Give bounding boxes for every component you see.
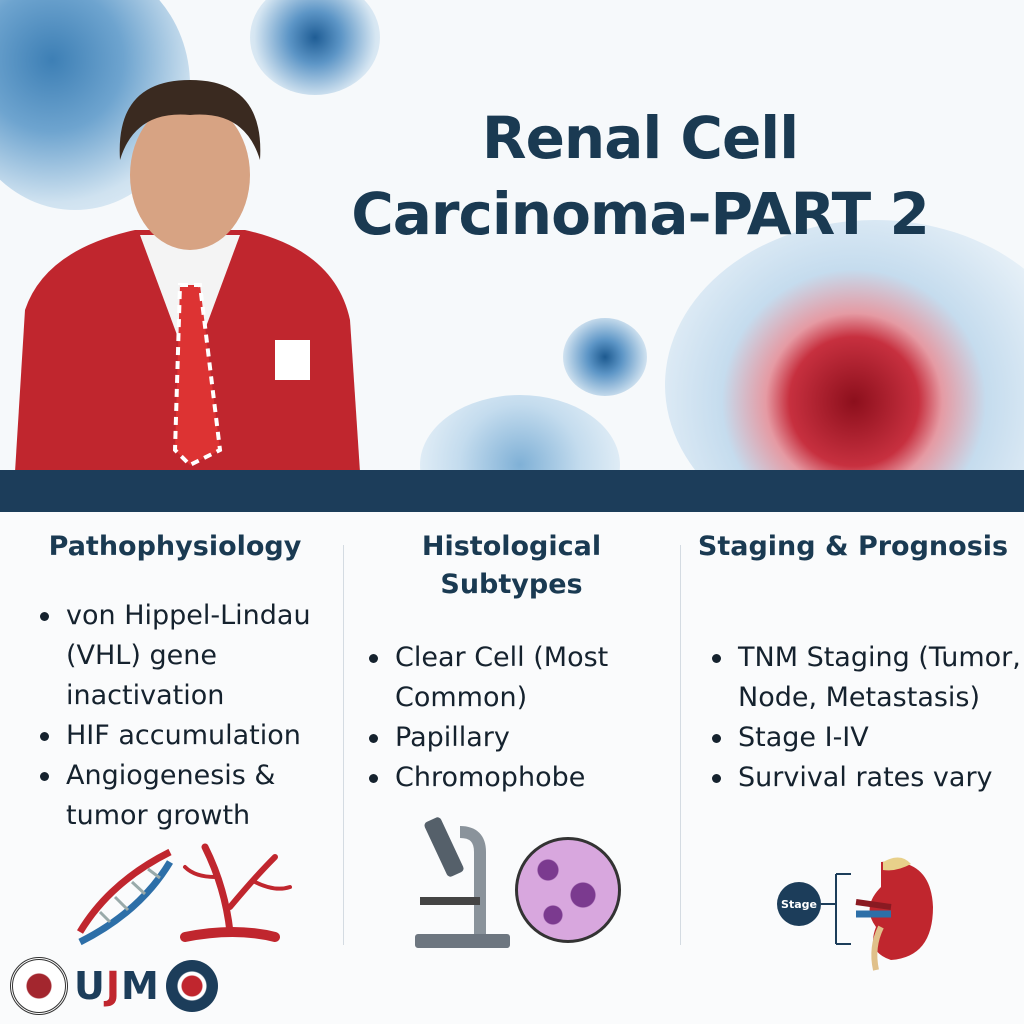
title-line-2: Carcinoma-PART 2 xyxy=(351,180,930,248)
hero-banner: Renal Cell Carcinoma-PART 2 xyxy=(0,0,1024,472)
list-item: TNM Staging (Tumor, Node, Metastasis) xyxy=(708,638,1024,718)
university-seal-logo xyxy=(10,957,68,1015)
cells-magnified-icon xyxy=(515,837,621,943)
list-item: von Hippel-Lindau (VHL) gene inactivatio… xyxy=(36,596,340,716)
column-histological-subtypes: Histological Subtypes Clear Cell (Most C… xyxy=(345,512,678,952)
header-band xyxy=(0,470,1024,512)
column-heading: Staging & Prognosis xyxy=(697,531,1009,562)
blood-vessel-icon xyxy=(180,843,292,942)
title-line-1: Renal Cell xyxy=(481,104,799,172)
list-item: Clear Cell (Most Common) xyxy=(365,638,678,718)
list-item: Papillary xyxy=(365,718,678,758)
list-item: Angiogenesis & tumor growth xyxy=(36,756,340,836)
column-divider xyxy=(343,545,344,945)
stage-badge: Stage xyxy=(777,882,821,926)
journal-seal-logo xyxy=(165,960,218,1012)
list-item: Chromophobe xyxy=(365,758,678,798)
cell-illustration xyxy=(420,395,620,472)
column-pathophysiology: Pathophysiology von Hippel-Lindau (VHL) … xyxy=(10,512,340,952)
ujm-logo: UJM xyxy=(74,964,160,1008)
column-heading: Histological Subtypes xyxy=(421,531,602,600)
list-item: Stage I-IV xyxy=(708,718,1024,758)
column-staging-prognosis: Staging & Prognosis TNM Staging (Tumor, … xyxy=(682,512,1024,971)
page-title: Renal Cell Carcinoma-PART 2 xyxy=(340,100,940,252)
footer-logos: UJM xyxy=(10,957,218,1015)
cell-illustration xyxy=(250,0,380,95)
dna-icon xyxy=(76,848,174,946)
column-divider xyxy=(680,545,681,945)
cell-illustration xyxy=(563,318,647,396)
tumor-cell-illustration xyxy=(665,220,1024,472)
list-item: HIF accumulation xyxy=(36,716,340,756)
presenter-photo xyxy=(15,70,360,472)
column-heading: Pathophysiology xyxy=(48,531,302,562)
kidney-icon xyxy=(821,857,933,971)
list-item: Survival rates vary xyxy=(708,758,1024,798)
microscope-icon xyxy=(415,817,510,948)
